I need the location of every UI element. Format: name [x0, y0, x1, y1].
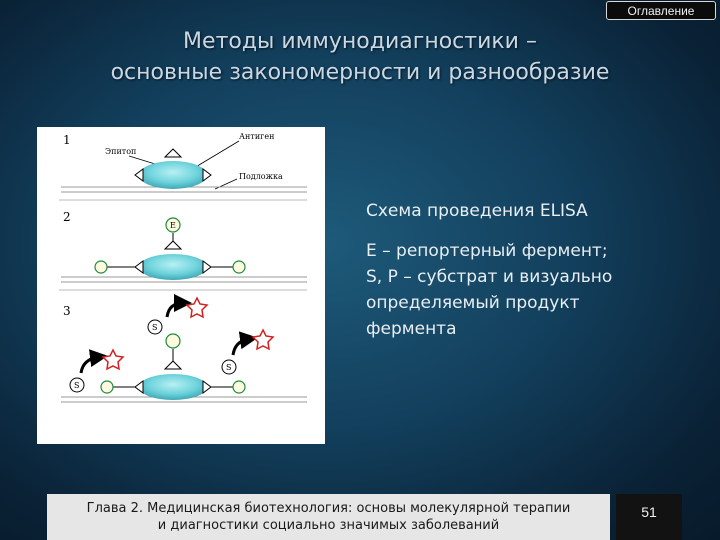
- caption-line-1: Е – репортерный фермент;: [366, 241, 608, 261]
- step-3-number: 3: [63, 304, 71, 318]
- svg-text:S: S: [226, 363, 231, 372]
- caption-line-2: S, P – субстрат и визуально: [366, 267, 613, 287]
- footer-line-2: и диагностики социально значимых заболев…: [157, 518, 500, 533]
- toc-button[interactable]: Оглавление: [606, 1, 716, 20]
- step-1-number: 1: [63, 133, 71, 147]
- footer-line-1: Глава 2. Медицинская биотехнология: осно…: [86, 501, 571, 516]
- caption-line-4: фермента: [366, 319, 457, 339]
- step-2-number: 2: [63, 210, 71, 224]
- svg-text:S: S: [152, 323, 157, 332]
- antigen-shape-1: [139, 161, 207, 189]
- antigen-shape-3: [139, 374, 207, 400]
- substrate-label: Подложка: [239, 172, 283, 181]
- caption-block: Схема проведения ELISA Е – репортерный ф…: [366, 198, 676, 342]
- svg-text:S: S: [74, 381, 79, 390]
- epitope-label: Эпитоп: [105, 147, 136, 156]
- slide-title: Методы иммунодиагностики – основные зако…: [60, 26, 660, 88]
- chapter-footer: Глава 2. Медицинская биотехнология: осно…: [47, 494, 610, 540]
- caption-heading: Схема проведения ELISA: [366, 201, 588, 221]
- elisa-diagram: 1 Эпитоп Антиген Подложка 2 E 3: [37, 127, 325, 444]
- antigen-shape-2: [139, 254, 207, 280]
- title-line-1: Методы иммунодиагностики –: [183, 29, 537, 54]
- title-line-2: основные закономерности и разнообразие: [110, 60, 610, 85]
- caption-line-3: определяемый продукт: [366, 293, 580, 313]
- svg-text:E: E: [170, 221, 176, 230]
- antigen-label: Антиген: [239, 132, 274, 141]
- page-number: 51: [616, 494, 682, 540]
